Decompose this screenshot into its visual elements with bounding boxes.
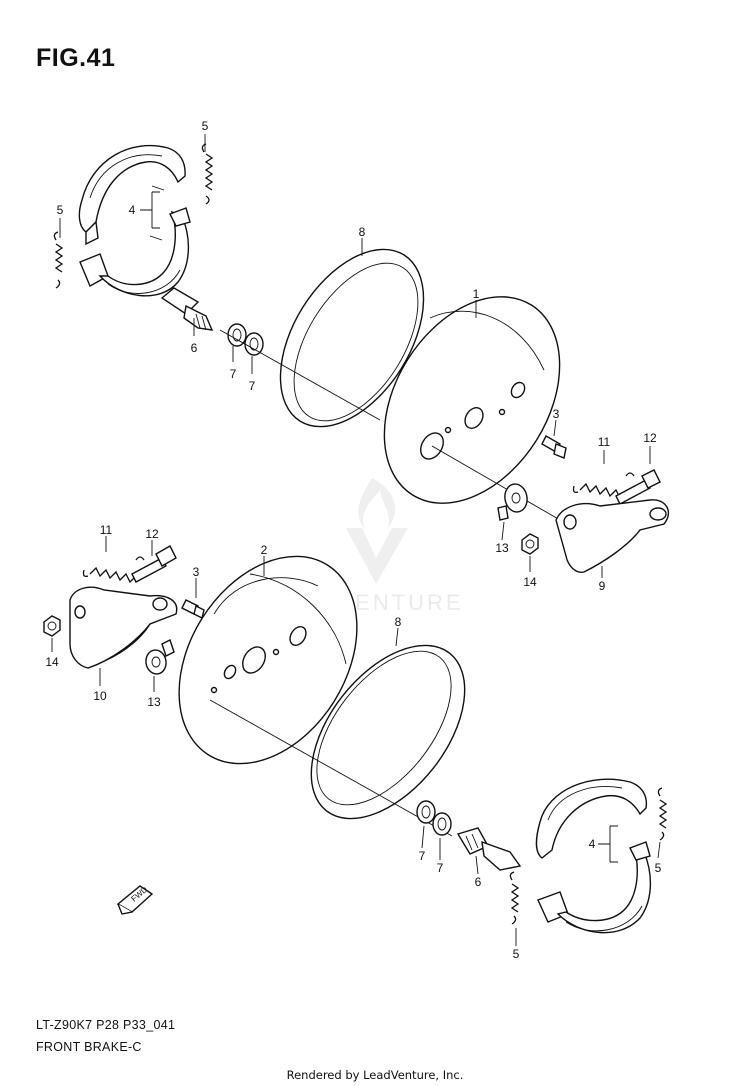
callout-11: 11 — [100, 523, 113, 537]
washer-lower-2 — [432, 812, 452, 836]
callout-7: 7 — [437, 861, 444, 875]
callout-5: 5 — [513, 947, 520, 961]
callout-4: 4 — [129, 203, 136, 217]
brake-cam-upper — [160, 287, 214, 331]
seal-ring-upper — [279, 248, 425, 428]
callout-12: 12 — [643, 431, 657, 445]
return-spring-lower-1 — [509, 871, 520, 925]
nut-upper — [521, 533, 539, 555]
callout-14: 14 — [523, 575, 537, 589]
centerline-lower — [209, 699, 453, 837]
callout-11: 11 — [598, 435, 611, 449]
fwd-arrow-icon: FWD — [116, 885, 154, 915]
callout-4: 4 — [589, 837, 596, 851]
callout-6: 6 — [475, 875, 482, 889]
brake-panel-upper — [383, 296, 561, 504]
figure-name: FRONT BRAKE-C — [36, 1040, 142, 1054]
bolt-12-upper — [615, 469, 661, 505]
brake-shoe-set-upper — [78, 144, 191, 297]
callout-9: 9 — [599, 579, 606, 593]
callout-labels: 5 5 4 6 7 7 8 1 3 11 12 13 14 9 11 12 3 … — [45, 119, 661, 961]
callout-3: 3 — [193, 565, 200, 579]
figure-title: FIG.41 — [36, 44, 116, 72]
brake-cam-lower — [456, 827, 522, 871]
callout-5: 5 — [202, 119, 209, 133]
rendered-by-credit: Rendered by LeadVenture, Inc. — [286, 1068, 464, 1082]
lock-washer-upper — [497, 483, 528, 521]
callout-2: 2 — [261, 543, 268, 557]
nut-lower — [43, 615, 61, 637]
callout-5: 5 — [655, 861, 662, 875]
callout-13: 13 — [147, 695, 161, 709]
spring-lower-left — [82, 556, 145, 584]
callout-12: 12 — [145, 527, 159, 541]
bolt-upper — [541, 435, 567, 459]
callout-6: 6 — [191, 341, 198, 355]
callout-14: 14 — [45, 655, 59, 669]
callout-1: 1 — [473, 287, 480, 301]
callout-10: 10 — [93, 689, 107, 703]
callout-8: 8 — [395, 615, 402, 629]
figure-code: LT-Z90K7 P28 P33_041 — [36, 1018, 176, 1032]
bolt-lower — [181, 599, 205, 620]
brake-shoe-set-lower — [535, 778, 652, 934]
washer-lower-1 — [416, 800, 436, 824]
callout-8: 8 — [359, 225, 366, 239]
return-spring-upper-2 — [53, 231, 64, 289]
return-spring-upper-1 — [201, 143, 214, 205]
centerline-upper-2 — [431, 445, 561, 521]
brake-arm-upper — [555, 499, 669, 573]
seal-ring-lower — [310, 644, 466, 820]
lock-washer-lower — [145, 639, 175, 675]
bolt-12-lower — [131, 545, 177, 583]
return-spring-lower-2 — [657, 787, 668, 841]
centerline-upper-1 — [219, 329, 381, 421]
brake-panel-lower — [178, 555, 358, 765]
callout-13: 13 — [495, 541, 509, 555]
callout-7: 7 — [230, 367, 237, 381]
callout-5: 5 — [57, 203, 64, 217]
callout-7: 7 — [249, 379, 256, 393]
callout-7: 7 — [419, 849, 426, 863]
spring-upper-right — [572, 472, 635, 500]
brake-arm-lower — [69, 586, 178, 669]
callout-3: 3 — [553, 407, 560, 421]
leader-lines — [51, 134, 661, 946]
washer-upper-2 — [244, 332, 264, 356]
